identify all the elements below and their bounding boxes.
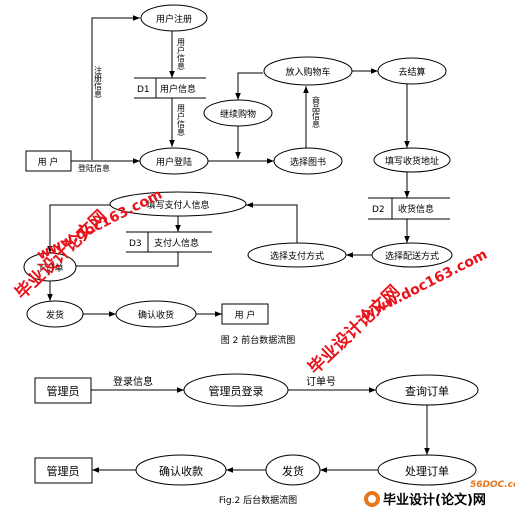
store-d1-user-info: D1 用户信息 [134,77,206,99]
label-admin-bottom: 管理员 [47,464,80,478]
label-checkout: 去结算 [398,66,425,78]
flow-payer-to-order [47,204,128,253]
flow-d3-to-order [68,252,179,269]
flow-cart-to-continue [235,72,263,100]
process-fill-address: 填写收货地址 [373,147,451,173]
process-query-order: 查询订单 [375,374,479,406]
store-d3-name: 支付人信息 [154,237,199,249]
label-query-order: 查询订单 [405,384,449,398]
process-user-login: 用户登陆 [139,147,209,175]
entity-user-left: 用 户 [25,150,72,172]
store-d2-receiving-info: D2 收货信息 [368,197,450,220]
store-d3-payer-info: D3 支付人信息 [126,231,212,253]
edges [47,15,410,317]
corner-logo: 56DOC.com 毕业设计(论文)网 [364,480,515,508]
flow-user-to-register [91,15,140,160]
label-select-book: 选择图书 [290,156,326,168]
store-d1-id: D1 [137,85,150,95]
caption-front-end: 图 2 前台数据流图 [221,334,295,346]
diagram-back-end: 管理员 管理员 管理员登录 查询订单 处理订单 发货 确认收款 登录信息 订单号… [34,373,479,506]
label-place-order: 下订单 [36,262,63,274]
process-add-to-cart: 放入购物车 [263,56,353,86]
label-user-register: 用户注册 [156,13,192,25]
label-entity-user-left: 用 户 [38,156,59,168]
entity-admin-left: 管理员 [34,377,92,404]
caption-back-end: Fig.2 后台数据流图 [219,494,297,506]
label-continue-shopping: 继续购物 [220,108,256,120]
entity-admin-bottom: 管理员 [34,457,93,484]
label-entity-user-bottom: 用 户 [235,309,256,321]
process-continue-shopping: 继续购物 [203,99,273,127]
edges-back-end [91,387,430,473]
label-select-pay-method: 选择支付方式 [270,250,324,262]
store-d2-name: 收货信息 [398,203,434,215]
label-confirm-receipt: 确认收货 [138,309,174,321]
process-select-delivery: 选择配送方式 [371,242,453,268]
label-handle-order: 处理订单 [405,465,449,478]
process-confirm-receipt: 确认收货 [115,300,197,328]
process-back-ship: 发货 [265,454,321,486]
flow-label-login-info: 登陆信息 [78,163,110,173]
process-user-register: 用户注册 [140,4,208,32]
corner-site-text: 56DOC.com [470,480,515,490]
process-select-pay-method: 选择支付方式 [247,242,347,268]
process-place-order: 下订单 [23,252,77,282]
label-admin-left: 管理员 [47,384,80,398]
label-select-delivery: 选择配送方式 [385,250,439,262]
label-fill-address: 填写收货地址 [385,155,439,167]
process-admin-login: 管理员登录 [183,373,289,407]
store-d2-id: D2 [372,205,385,215]
corner-brand-text: 毕业设计(论文)网 [383,492,486,508]
label-confirm-payment: 确认收款 [159,464,203,478]
flow-label-user-info-2: 用户信息 [177,104,186,136]
label-ship: 发货 [46,309,64,321]
process-ship: 发货 [26,300,84,328]
store-d3-id: D3 [129,239,142,249]
store-d1-name: 用户信息 [160,83,196,95]
label-add-to-cart: 放入购物车 [285,66,330,78]
label-admin-login: 管理员登录 [209,384,264,398]
label-fill-payer-info: 填写支付人信息 [146,199,209,211]
entity-user-bottom: 用 户 [221,303,269,325]
label-back-ship: 发货 [282,464,304,478]
process-checkout: 去结算 [377,57,447,85]
diagram-front-end: 用户注册 用户登陆 放入购物车 去结算 继续购物 选择图书 填写收货地址 填写 [23,4,453,346]
process-select-book: 选择图书 [273,147,343,175]
flow-label-user-info-1: 用户信息 [177,38,186,70]
label-user-login: 用户登陆 [156,156,192,168]
flow-paymethod-to-payer [246,202,298,243]
process-confirm-payment: 确认收款 [135,454,227,486]
flow-label-admin-login-info: 登录信息 [113,375,153,388]
flow-label-goods-info: 商品信息 [312,95,321,128]
flow-label-order-no: 订单号 [306,376,336,388]
process-handle-order: 处理订单 [377,454,477,486]
flow-label-register-info: 注册信息 [94,65,103,98]
process-fill-payer-info: 填写支付人信息 [109,191,247,217]
